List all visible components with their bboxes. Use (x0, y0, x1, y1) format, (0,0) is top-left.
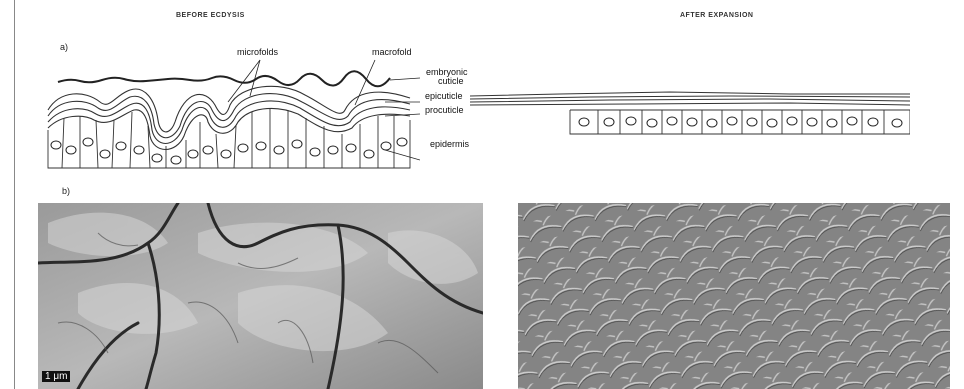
label-embryonic-cuticle-2: cuticle (438, 77, 464, 86)
label-macrofold: macrofold (372, 48, 412, 57)
label-microfolds: microfolds (237, 48, 278, 57)
before-ecdysis-diagram (40, 50, 420, 185)
label-epidermis: epidermis (430, 140, 469, 149)
heading-after-expansion: AFTER EXPANSION (680, 12, 754, 19)
label-procuticle: procuticle (425, 106, 464, 115)
heading-before-ecdysis: BEFORE ECDYSIS (176, 12, 245, 19)
after-expansion-diagram (470, 80, 910, 160)
scale-bar-label: 1 μm (42, 371, 70, 382)
sem-micrograph-after (518, 203, 950, 389)
panel-label-b: b) (62, 186, 70, 196)
sem-micrograph-before: 1 μm (38, 203, 483, 389)
left-border-line (14, 0, 15, 389)
label-epicuticle: epicuticle (425, 92, 463, 101)
